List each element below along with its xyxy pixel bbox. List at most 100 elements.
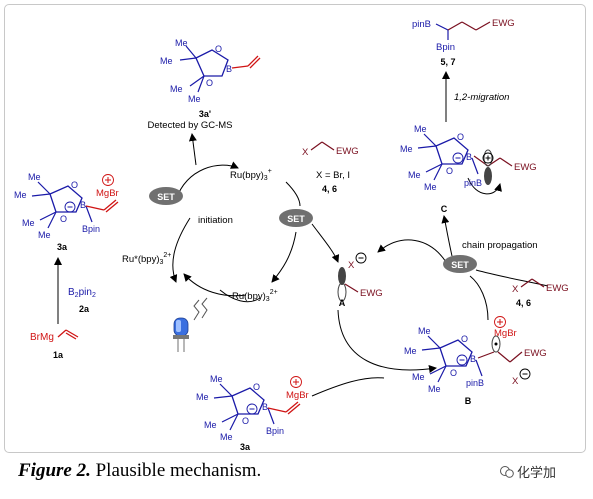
compound-number-5-7: 5, 7	[440, 57, 455, 67]
x-label: X	[512, 284, 519, 295]
reagent-4-6-top: X EWG X = Br, I 4, 6	[302, 141, 359, 194]
mgbr-label: MgBr	[494, 328, 517, 339]
arrow-ru-plus-to-set	[285, 181, 301, 207]
ru-bpy-plus-label: Ru(bpy)3+	[230, 168, 272, 182]
set-bubble-middle	[279, 209, 313, 227]
negative-charge-icon	[519, 368, 531, 380]
bpin-label: Bpin	[266, 426, 284, 436]
compound-3a: Me Me Me Me O B O Bpin MgBr 3a	[14, 172, 119, 252]
pinb-label: pinB	[466, 378, 484, 388]
me-label: Me	[28, 172, 41, 182]
pinb-label: pinB	[412, 19, 431, 30]
bpin-label: Bpin	[436, 42, 455, 53]
x-label: X	[302, 147, 309, 158]
negative-charge-icon	[456, 354, 468, 366]
set-label-middle: SET	[287, 214, 305, 224]
arrow-set-to-ru-right	[271, 231, 297, 283]
watermark-text: 化学加	[517, 466, 557, 481]
compound-1a: BrMg 1a	[30, 329, 79, 360]
arrow-set-to-radical-a	[311, 223, 340, 263]
intermediate-b: Me Me Me Me O B O pinB MgBr EWG X B	[404, 316, 547, 406]
product-5-7: pinB EWG Bpin 5, 7	[412, 18, 515, 67]
arrow-light-excitation	[219, 289, 261, 303]
arrow-set-to-c	[441, 215, 453, 257]
arrow-b-to-set	[469, 275, 489, 321]
caption-lead: Figure 2.	[18, 460, 91, 481]
me-label: Me	[160, 56, 173, 66]
set-label-right: SET	[451, 260, 469, 270]
me-label: Me	[404, 346, 417, 356]
arrow-a-to-b	[337, 309, 437, 373]
arrow-curved-electron-push	[467, 177, 502, 195]
o-atom: O	[253, 382, 260, 392]
ewg-label: EWG	[524, 348, 547, 359]
compound-number-4-6-right: 4, 6	[516, 298, 531, 308]
positive-charge-icon	[290, 376, 302, 388]
figure-caption: Figure 2. Plausible mechanism.	[18, 460, 261, 482]
caption-text: Plausible mechanism.	[90, 460, 262, 481]
set-bubble-left	[149, 187, 183, 205]
me-label: Me	[14, 190, 27, 200]
ewg-label: EWG	[492, 18, 515, 29]
negative-charge-icon	[64, 201, 76, 213]
me-label: Me	[408, 170, 421, 180]
me-label: Me	[418, 326, 431, 336]
me-label: Me	[196, 392, 209, 402]
b-atom: B	[262, 402, 268, 412]
intermediate-c-label: C	[441, 204, 448, 214]
arrow-ru-star-to-set	[169, 217, 191, 283]
pinb-label: pinB	[464, 178, 482, 188]
ewg-label: EWG	[336, 146, 359, 157]
svg-text:B2pin2: B2pin2	[68, 287, 96, 299]
b2pin2-b: B	[68, 287, 75, 298]
me-label: Me	[175, 38, 188, 48]
set-bubble-right	[443, 255, 477, 273]
o-atom: O	[461, 334, 468, 344]
mgbr-label: MgBr	[286, 390, 309, 401]
me-label: Me	[210, 374, 223, 384]
o-atom: O	[60, 214, 67, 224]
me-label: Me	[414, 124, 427, 134]
positive-charge-icon	[494, 316, 506, 328]
b-atom: B	[80, 200, 86, 210]
radical-a: EWG X A	[337, 252, 383, 308]
b-atom: B	[226, 64, 232, 74]
intermediate-c: Me Me Me Me O B O pinB EWG C	[400, 124, 537, 214]
me-label: Me	[170, 84, 183, 94]
arrow-ru-right-to-ru-star	[183, 273, 247, 297]
compound-number-2a: 2a	[79, 304, 90, 314]
me-label: Me	[424, 182, 437, 192]
figure-frame	[4, 4, 586, 453]
me-label: Me	[412, 372, 425, 382]
compound-3a-prime: Me Me Me Me O B O 3a' Detected by GC-MS	[148, 38, 261, 131]
arrow-set-to-radical-a-loop	[377, 239, 447, 263]
o-atom: O	[457, 132, 464, 142]
me-label: Me	[38, 230, 51, 240]
x-equals-label: X = Br, I	[316, 170, 350, 181]
me-label: Me	[428, 384, 441, 394]
chain-propagation-label: chain propagation	[462, 240, 538, 251]
positive-charge-icon	[102, 174, 114, 186]
p-orbital-icon	[483, 149, 493, 167]
watermark: 化学加	[500, 462, 556, 481]
migration-label: 1,2-migration	[454, 92, 509, 103]
p-orbital-icon	[338, 267, 346, 285]
ewg-label: EWG	[360, 288, 383, 299]
ewg-label: EWG	[546, 283, 569, 294]
me-label: Me	[220, 432, 233, 442]
me-label: Me	[400, 144, 413, 154]
negative-charge-icon	[355, 252, 367, 264]
mechanism-scheme: Me Me Me Me O B O 3a' Detected by GC-MS …	[14, 18, 569, 452]
o-atom: O	[71, 180, 78, 190]
me-label: Me	[188, 94, 201, 104]
bpin-label: Bpin	[82, 224, 100, 234]
arrow-to-3a-prime	[188, 133, 197, 166]
blue-led-icon	[173, 297, 208, 352]
x-label: X	[348, 260, 355, 271]
arrow-3a-into-cycle	[311, 377, 385, 397]
o-atom: O	[242, 416, 249, 426]
compound-number-3a-prime: 3a'	[199, 109, 211, 119]
arrow-set-to-ru-plus	[175, 161, 239, 201]
radical-a-label: A	[339, 298, 346, 308]
me-label: Me	[22, 218, 35, 228]
